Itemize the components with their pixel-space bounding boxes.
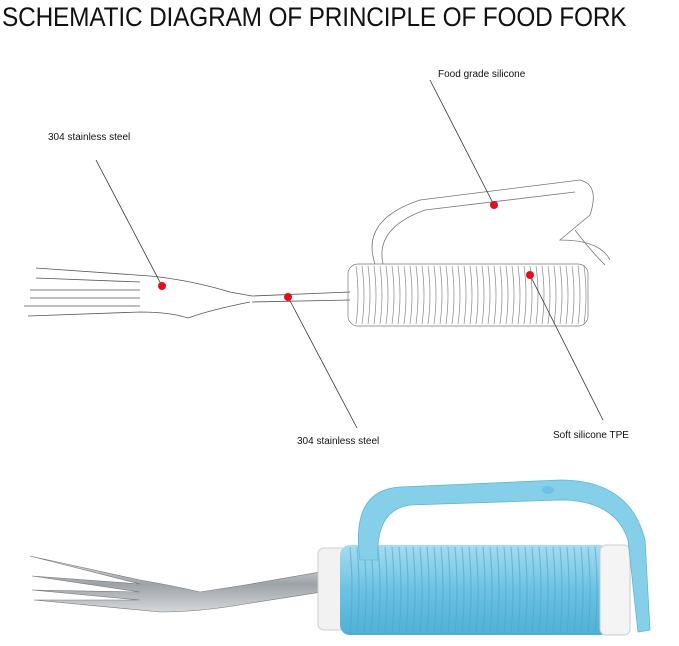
handle-rib — [440, 546, 444, 634]
coil-line — [529, 265, 533, 325]
callout-label-food-grade-silicone: Food grade silicone — [438, 69, 526, 80]
coil-line — [379, 265, 383, 325]
photo-handle — [317, 544, 631, 636]
handle-rib — [356, 546, 360, 634]
handle-rib — [503, 546, 507, 634]
callout-label-fork-head-steel: 304 stainless steel — [48, 132, 131, 143]
coil-line — [517, 265, 521, 325]
photo-fork — [29, 555, 323, 613]
coil-line — [577, 265, 581, 325]
handle-rib — [426, 546, 430, 634]
handle-rib — [412, 546, 416, 634]
coil-line — [475, 265, 479, 325]
coil-line — [523, 265, 527, 325]
handle-rib — [447, 546, 451, 634]
coil-line — [535, 265, 539, 325]
coil-line — [487, 265, 491, 325]
marker-fork-head — [158, 282, 166, 290]
handle-rib — [461, 546, 465, 634]
coil-line — [409, 265, 413, 325]
handle-rib — [349, 546, 353, 634]
handle-rib — [524, 546, 528, 634]
handle-rib — [531, 546, 535, 634]
sketch-fork — [24, 267, 351, 319]
coil-line — [571, 265, 575, 325]
sketch-strap — [371, 179, 611, 266]
coil-line — [457, 265, 461, 325]
coil-line — [553, 265, 557, 325]
coil-line — [583, 265, 587, 325]
handle-rib — [475, 546, 479, 634]
coil-line — [511, 265, 515, 325]
coil-line — [355, 265, 359, 325]
coil-line — [451, 265, 455, 325]
callout-label-soft-silicone-tpe: Soft silicone TPE — [553, 430, 629, 441]
coil-line — [469, 265, 473, 325]
handle-rib — [580, 546, 584, 634]
coil-line — [547, 265, 551, 325]
coil-line — [481, 265, 485, 325]
coil-line — [367, 265, 371, 325]
coil-line — [499, 265, 503, 325]
coil-line — [565, 265, 569, 325]
handle-rib — [468, 546, 472, 634]
coil-line — [559, 265, 563, 325]
coil-line — [433, 265, 437, 325]
marker-tpe — [526, 271, 534, 279]
handle-rib — [454, 546, 458, 634]
coil-line — [445, 265, 449, 325]
coil-line — [415, 265, 419, 325]
coil-line — [463, 265, 467, 325]
coil-line — [373, 265, 377, 325]
callout-label-shaft-steel: 304 stainless steel — [297, 436, 380, 447]
photo-strap — [357, 479, 651, 633]
coil-line — [391, 265, 395, 325]
handle-rib — [398, 546, 402, 634]
marker-fork-shaft — [284, 293, 292, 301]
coil-line — [493, 265, 497, 325]
diagram-title: SCHEMATIC DIAGRAM OF PRINCIPLE OF FOOD F… — [2, 2, 627, 32]
handle-rib — [566, 546, 570, 634]
coil-line — [397, 265, 401, 325]
handle-rib — [587, 546, 591, 634]
coil-line — [505, 265, 509, 325]
handle-rib — [594, 546, 598, 634]
coil-line — [541, 265, 545, 325]
handle-rib — [517, 546, 521, 634]
handle-rib — [510, 546, 514, 634]
coil-line — [427, 265, 431, 325]
coil-line — [385, 265, 389, 325]
handle-rib — [552, 546, 556, 634]
handle-rib — [433, 546, 437, 634]
handle-rib — [545, 546, 549, 634]
handle-rib — [384, 546, 388, 634]
handle-rib — [538, 546, 542, 634]
handle-rib — [573, 546, 577, 634]
leader-lines — [95, 79, 604, 429]
handle-rib — [482, 546, 486, 634]
marker-silicone — [490, 201, 498, 209]
coil-line — [361, 265, 365, 325]
handle-rib — [391, 546, 395, 634]
coil-line — [439, 265, 443, 325]
handle-rib — [405, 546, 409, 634]
coil-line — [421, 265, 425, 325]
handle-rib — [377, 546, 381, 634]
handle-rib — [496, 546, 500, 634]
handle-rib — [559, 546, 563, 634]
handle-rib — [419, 546, 423, 634]
handle-rib — [489, 546, 493, 634]
coil-line — [403, 265, 407, 325]
sketch-handle — [347, 263, 589, 327]
callout-markers — [158, 201, 534, 301]
